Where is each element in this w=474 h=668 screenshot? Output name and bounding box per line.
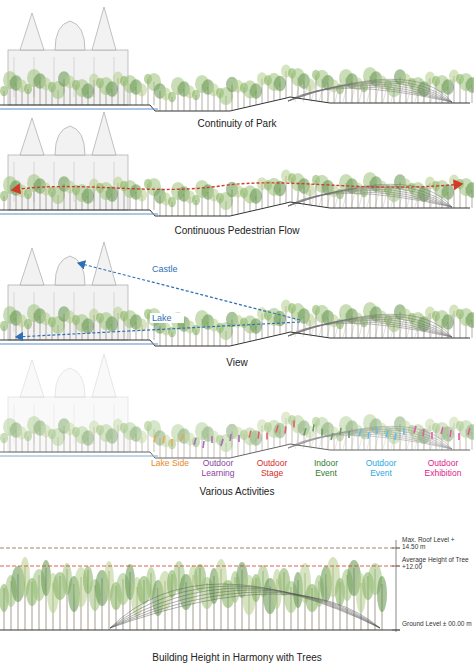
roof-mesh — [288, 316, 452, 337]
label: Building Height in Harmony with Trees — [107, 652, 367, 664]
flow-section — [0, 112, 474, 216]
roof-mesh — [288, 184, 452, 207]
activity-marker — [376, 427, 378, 434]
lake-water — [0, 343, 158, 344]
label: Lake Side — [150, 459, 190, 469]
roof-mesh — [288, 186, 452, 207]
activity-marker — [276, 425, 278, 432]
activity-marker — [468, 428, 470, 435]
castle-outline — [8, 155, 128, 210]
castle-outline — [20, 13, 44, 50]
activity-marker — [368, 432, 369, 439]
view-arrow — [16, 322, 300, 337]
castle-outline — [20, 118, 44, 155]
lake-water — [0, 213, 158, 214]
label: Average Height of Tree +12.00 — [402, 556, 472, 571]
activity-marker — [423, 429, 424, 436]
roof-mesh — [110, 590, 380, 628]
activity-marker — [386, 430, 388, 437]
castle-outline — [92, 242, 116, 285]
view-section — [0, 242, 474, 346]
label: Outdoor Exhibition — [416, 459, 470, 479]
activity-marker — [285, 426, 286, 433]
roof-mesh — [288, 81, 452, 102]
roof-mesh — [110, 584, 380, 628]
activity-marker — [266, 432, 268, 439]
label: Outdoor Stage — [248, 459, 296, 479]
roof-mesh — [288, 314, 452, 337]
castle-outline — [20, 360, 44, 397]
label: Max. Roof Level + 14.50 m — [402, 536, 472, 551]
castle-outline — [55, 256, 85, 285]
activity-marker — [340, 428, 341, 435]
label: Continuous Pedestrian Flow — [127, 225, 347, 237]
height-section — [0, 557, 400, 630]
activity-marker — [211, 436, 213, 443]
activity-marker — [154, 435, 156, 442]
castle-outline — [20, 248, 44, 285]
lake-water — [0, 108, 158, 109]
tree-height-line — [0, 566, 400, 567]
castle-outline — [8, 397, 128, 452]
park-section — [0, 7, 474, 111]
lake-water — [0, 455, 158, 456]
activity-marker — [163, 436, 164, 443]
castle-outline — [8, 50, 128, 105]
activity-marker — [458, 433, 460, 440]
dimension-line — [396, 540, 397, 632]
roof-mesh — [110, 594, 380, 628]
activity-marker — [249, 431, 251, 438]
activity-section — [0, 354, 474, 458]
label: Continuity of Park — [137, 118, 337, 130]
activity-marker — [348, 431, 350, 438]
label: Outdoor Learning — [189, 459, 247, 479]
label: Ground Level ± 00.00 m — [402, 620, 472, 627]
activity-marker — [293, 421, 295, 428]
roof-mesh — [110, 588, 380, 628]
castle-outline — [92, 7, 116, 50]
label: Indoor Event — [305, 459, 347, 479]
ground-line — [0, 444, 470, 458]
activity-marker — [441, 427, 443, 434]
activity-marker — [258, 432, 259, 439]
label: Outdoor Event — [357, 459, 405, 479]
activity-marker — [395, 433, 396, 440]
castle-outline — [92, 354, 116, 397]
activity-marker — [450, 430, 451, 437]
castle-outline — [55, 368, 85, 397]
activity-marker — [321, 429, 323, 436]
roof-level-line — [0, 548, 400, 549]
activity-marker — [414, 426, 416, 433]
ground-line — [0, 202, 470, 216]
label: Various Activities — [157, 486, 317, 498]
activity-marker — [331, 433, 333, 440]
activity-marker — [359, 429, 361, 436]
label: View — [187, 357, 287, 369]
activity-marker — [203, 441, 204, 448]
activity-marker — [238, 435, 240, 442]
ground-line — [0, 332, 470, 346]
activity-marker — [313, 424, 314, 431]
roof-mesh — [110, 586, 380, 628]
activity-marker — [431, 432, 433, 439]
activity-marker — [230, 434, 231, 441]
castle-outline — [92, 112, 116, 155]
roof-mesh — [288, 79, 452, 102]
activity-marker — [171, 439, 173, 446]
activity-marker — [403, 428, 405, 435]
roof-mesh — [110, 592, 380, 628]
activity-marker — [181, 434, 183, 441]
ground-line — [0, 97, 470, 111]
label: Lake — [150, 313, 184, 323]
flow-arrow — [12, 183, 462, 190]
castle-outline — [55, 126, 85, 155]
activity-marker — [194, 438, 196, 445]
activity-marker — [304, 428, 306, 435]
ground-line — [0, 630, 400, 631]
label: Castle — [150, 264, 194, 274]
view-arrow — [78, 263, 300, 320]
activity-marker — [221, 439, 223, 446]
castle-outline — [55, 21, 85, 50]
